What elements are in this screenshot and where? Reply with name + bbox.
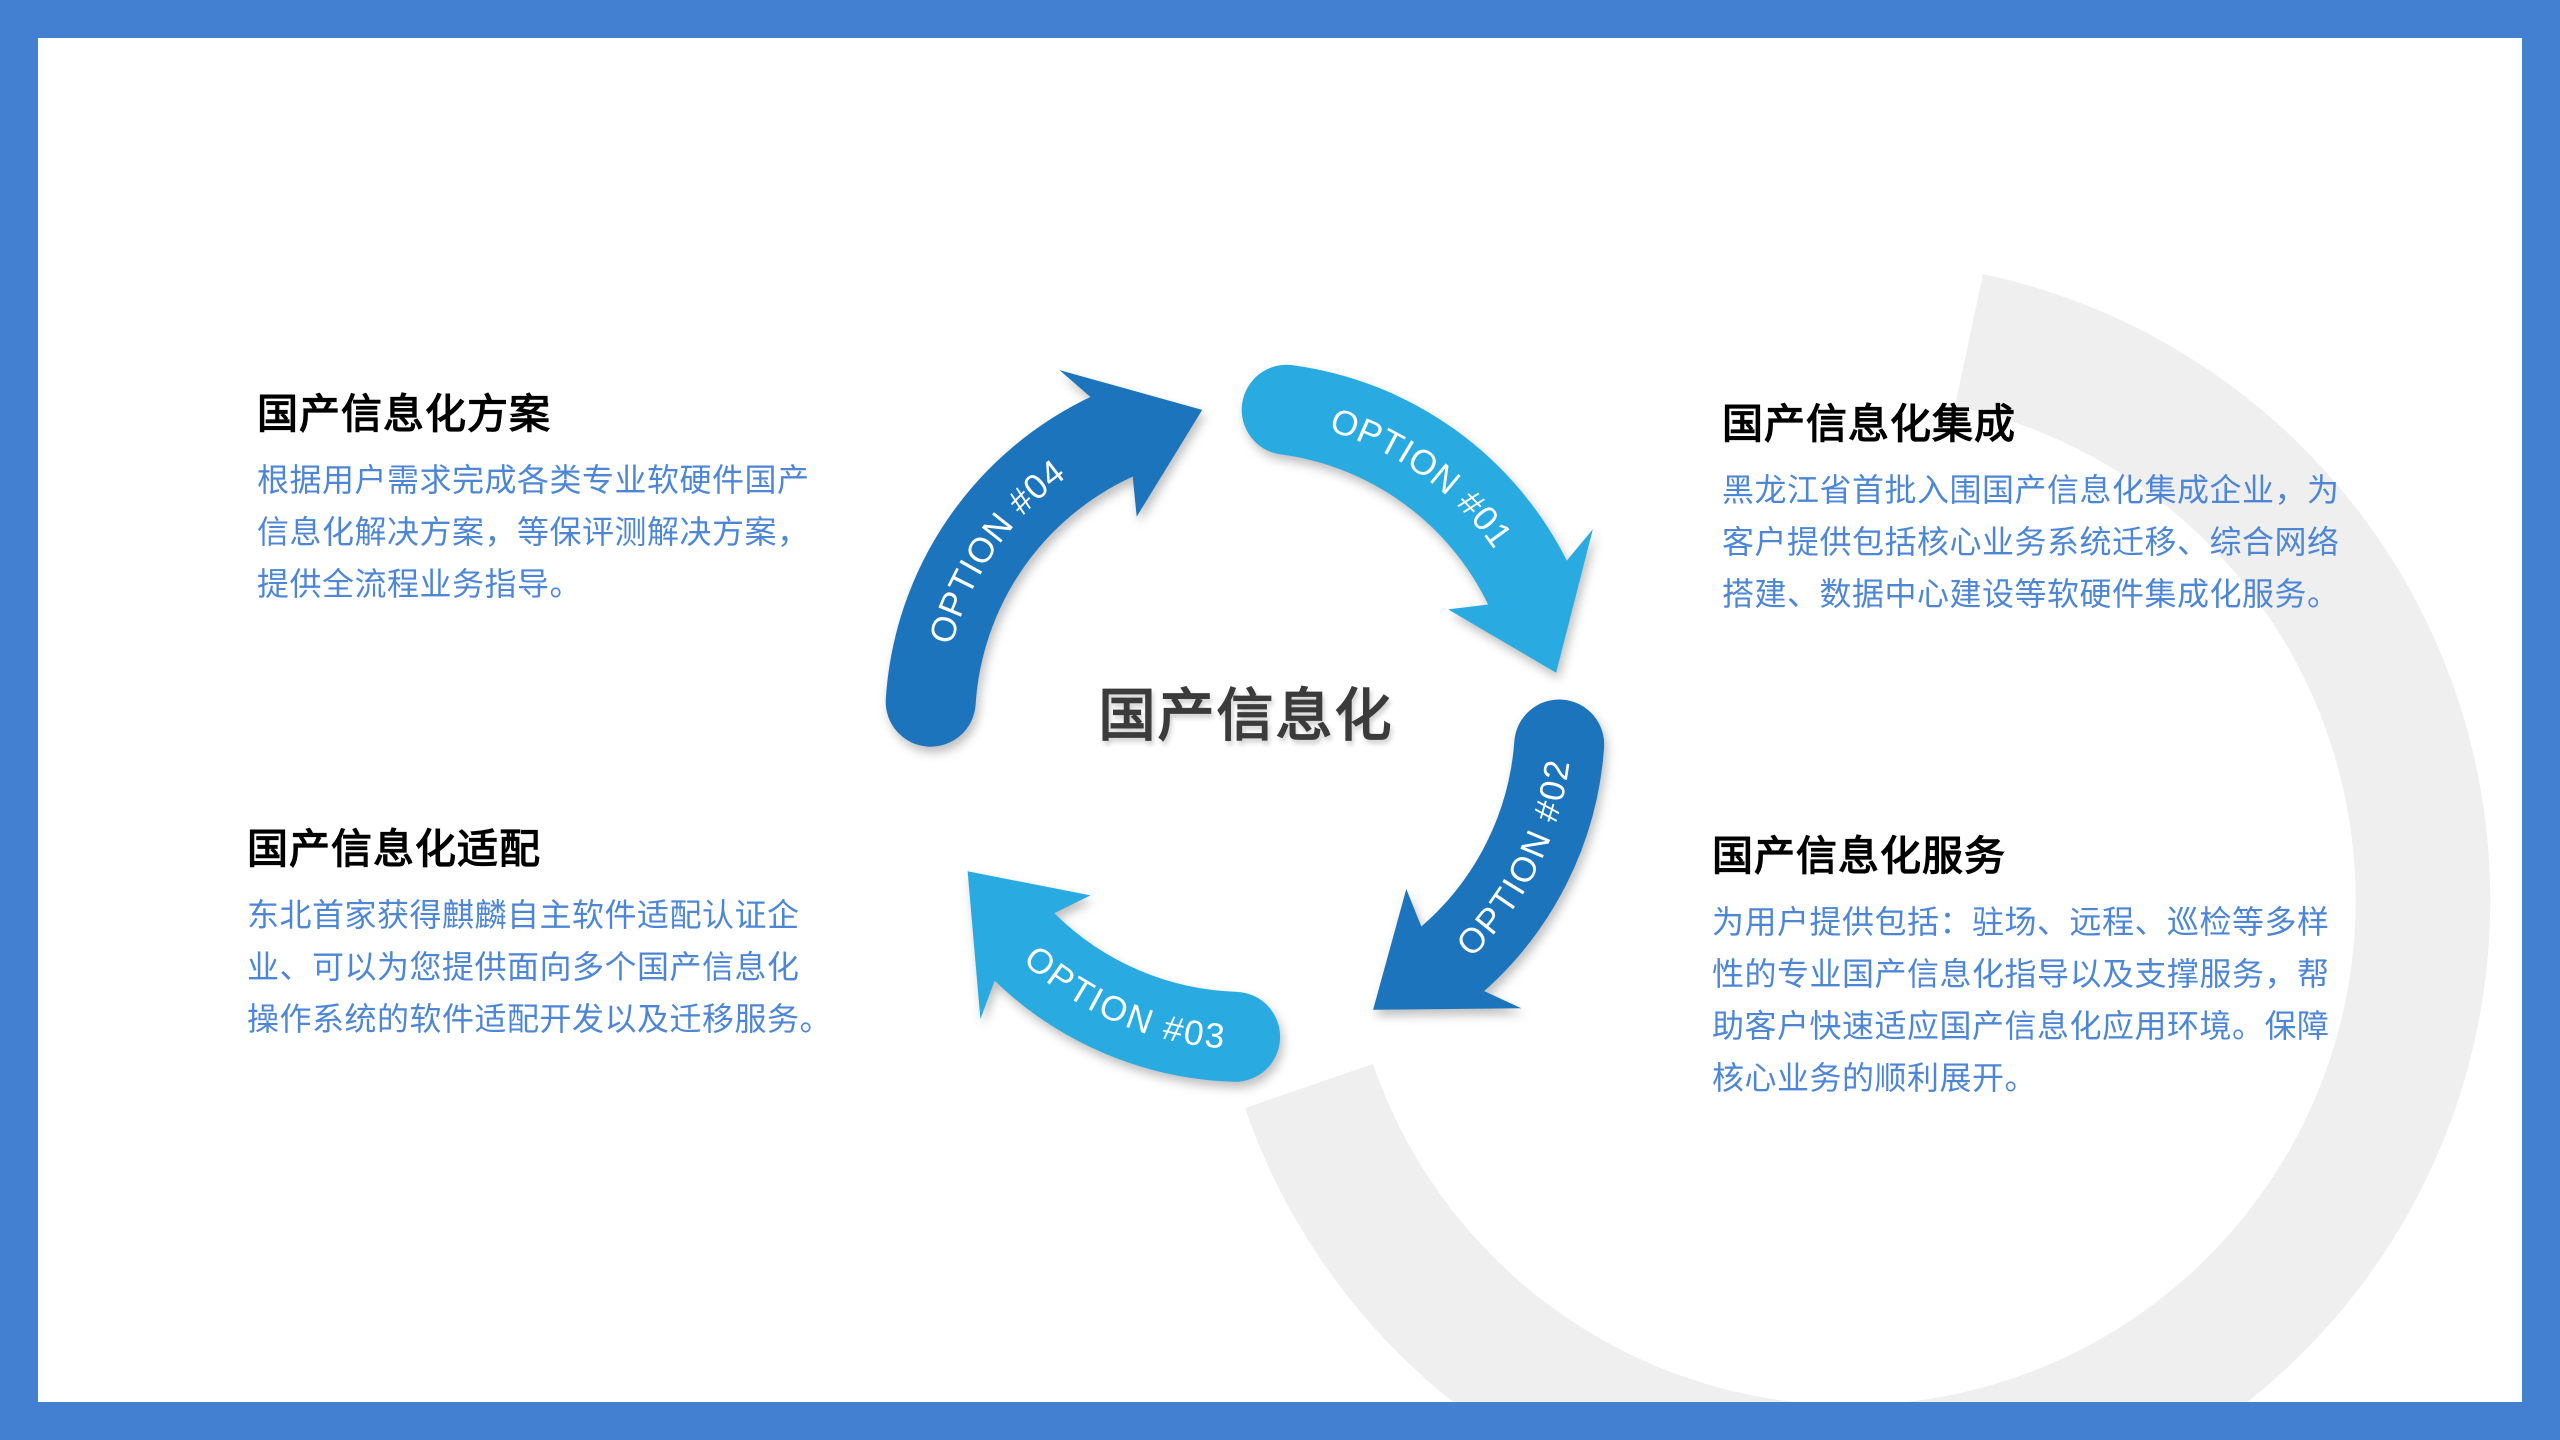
section-plan-body: 根据用户需求完成各类专业软硬件国产 信息化解决方案，等保评测解决方案， 提供全流…: [257, 462, 810, 602]
cycle-arrowhead-4: [1059, 370, 1203, 517]
section-integration: 国产信息化集成 黑龙江省首批入围国产信息化集成企业，为 客户提供包括核心业务系统…: [1722, 401, 2412, 620]
section-service-body: 为用户提供包括：驻场、远程、巡检等多样 性的专业国产信息化指导以及支撑服务，帮 …: [1712, 904, 2330, 1096]
cycle-arrow-body-3: [978, 900, 1281, 1082]
cycle-arrow-body-4: [885, 391, 1158, 747]
section-service: 国产信息化服务 为用户提供包括：驻场、远程、巡检等多样 性的专业国产信息化指导以…: [1712, 833, 2412, 1104]
decorative-ring: [1245, 274, 2491, 1402]
cycle-arrowhead-2: [1373, 889, 1522, 1010]
decorative-ring-arc: [1245, 274, 2491, 1402]
cycle-arrow-body-2: [1406, 699, 1605, 1005]
cycle-arrow-1: OPTION #01: [1241, 364, 1593, 673]
cycle-arrowhead-3: [967, 871, 1091, 1019]
section-adaptation: 国产信息化适配 东北首家获得麒麟自主软件适配认证企 业、可以为您提供面向多个国产…: [247, 826, 867, 1045]
cycle-center-title: 国产信息化: [1098, 684, 1394, 748]
cycle-arrow-3: OPTION #03: [967, 871, 1281, 1082]
section-service-title: 国产信息化服务: [1712, 833, 2006, 879]
section-adaptation-title: 国产信息化适配: [247, 826, 541, 872]
cycle-arrow-2: OPTION #02: [1373, 699, 1605, 1010]
section-integration-body: 黑龙江省首批入围国产信息化集成企业，为 客户提供包括核心业务系统迁移、综合网络 …: [1722, 472, 2340, 612]
slide-canvas: 国产信息化方案 根据用户需求完成各类专业软硬件国产 信息化解决方案，等保评测解决…: [38, 38, 2522, 1402]
section-integration-title: 国产信息化集成: [1722, 401, 2016, 447]
section-plan-title: 国产信息化方案: [257, 391, 551, 437]
cycle-arrow-4: OPTION #04: [885, 370, 1203, 747]
section-adaptation-body: 东北首家获得麒麟自主软件适配认证企 业、可以为您提供面向多个国产信息化 操作系统…: [247, 897, 833, 1037]
cycle-arrowhead-1: [1448, 529, 1593, 673]
cycle-arrow-body-1: [1241, 364, 1574, 629]
section-plan: 国产信息化方案 根据用户需求完成各类专业软硬件国产 信息化解决方案，等保评测解决…: [257, 391, 837, 610]
